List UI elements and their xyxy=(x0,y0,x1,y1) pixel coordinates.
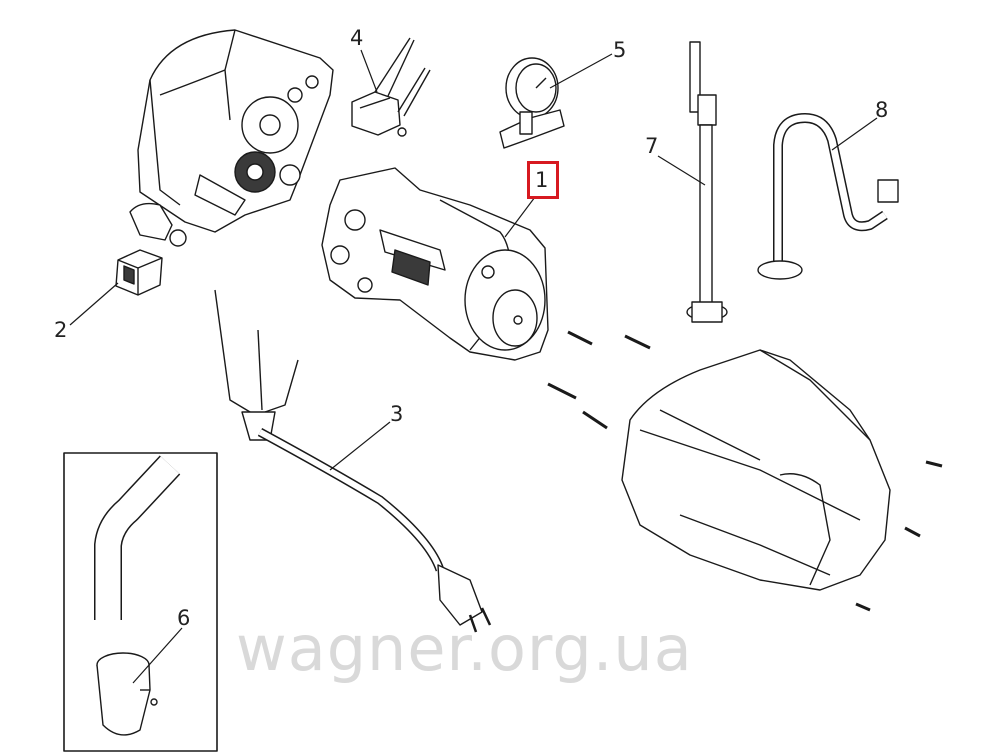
housing-gearbox-part xyxy=(129,29,334,247)
callout-6: 6 xyxy=(177,606,191,630)
power-cord-part xyxy=(214,289,492,633)
pressure-gauge-part xyxy=(499,57,565,149)
valve-part xyxy=(351,37,431,137)
callout-2: 2 xyxy=(54,318,68,342)
cover-housing-part xyxy=(621,349,891,591)
callout-8: 8 xyxy=(875,98,889,122)
return-hose-part xyxy=(757,113,899,280)
callout-5: 5 xyxy=(613,38,627,62)
callout-7: 7 xyxy=(645,134,659,158)
callout-3: 3 xyxy=(390,402,404,426)
inset-detail-box xyxy=(63,452,218,752)
highlight-box xyxy=(527,161,559,199)
leader-lines xyxy=(69,49,878,684)
callout-1: 1 xyxy=(535,168,549,192)
suction-tube-part xyxy=(686,41,728,323)
watermark-text: wagner.org.ua xyxy=(236,612,693,685)
callout-4: 4 xyxy=(350,26,364,50)
switch-part xyxy=(115,249,163,296)
motor-pump-unit-part xyxy=(321,167,549,361)
